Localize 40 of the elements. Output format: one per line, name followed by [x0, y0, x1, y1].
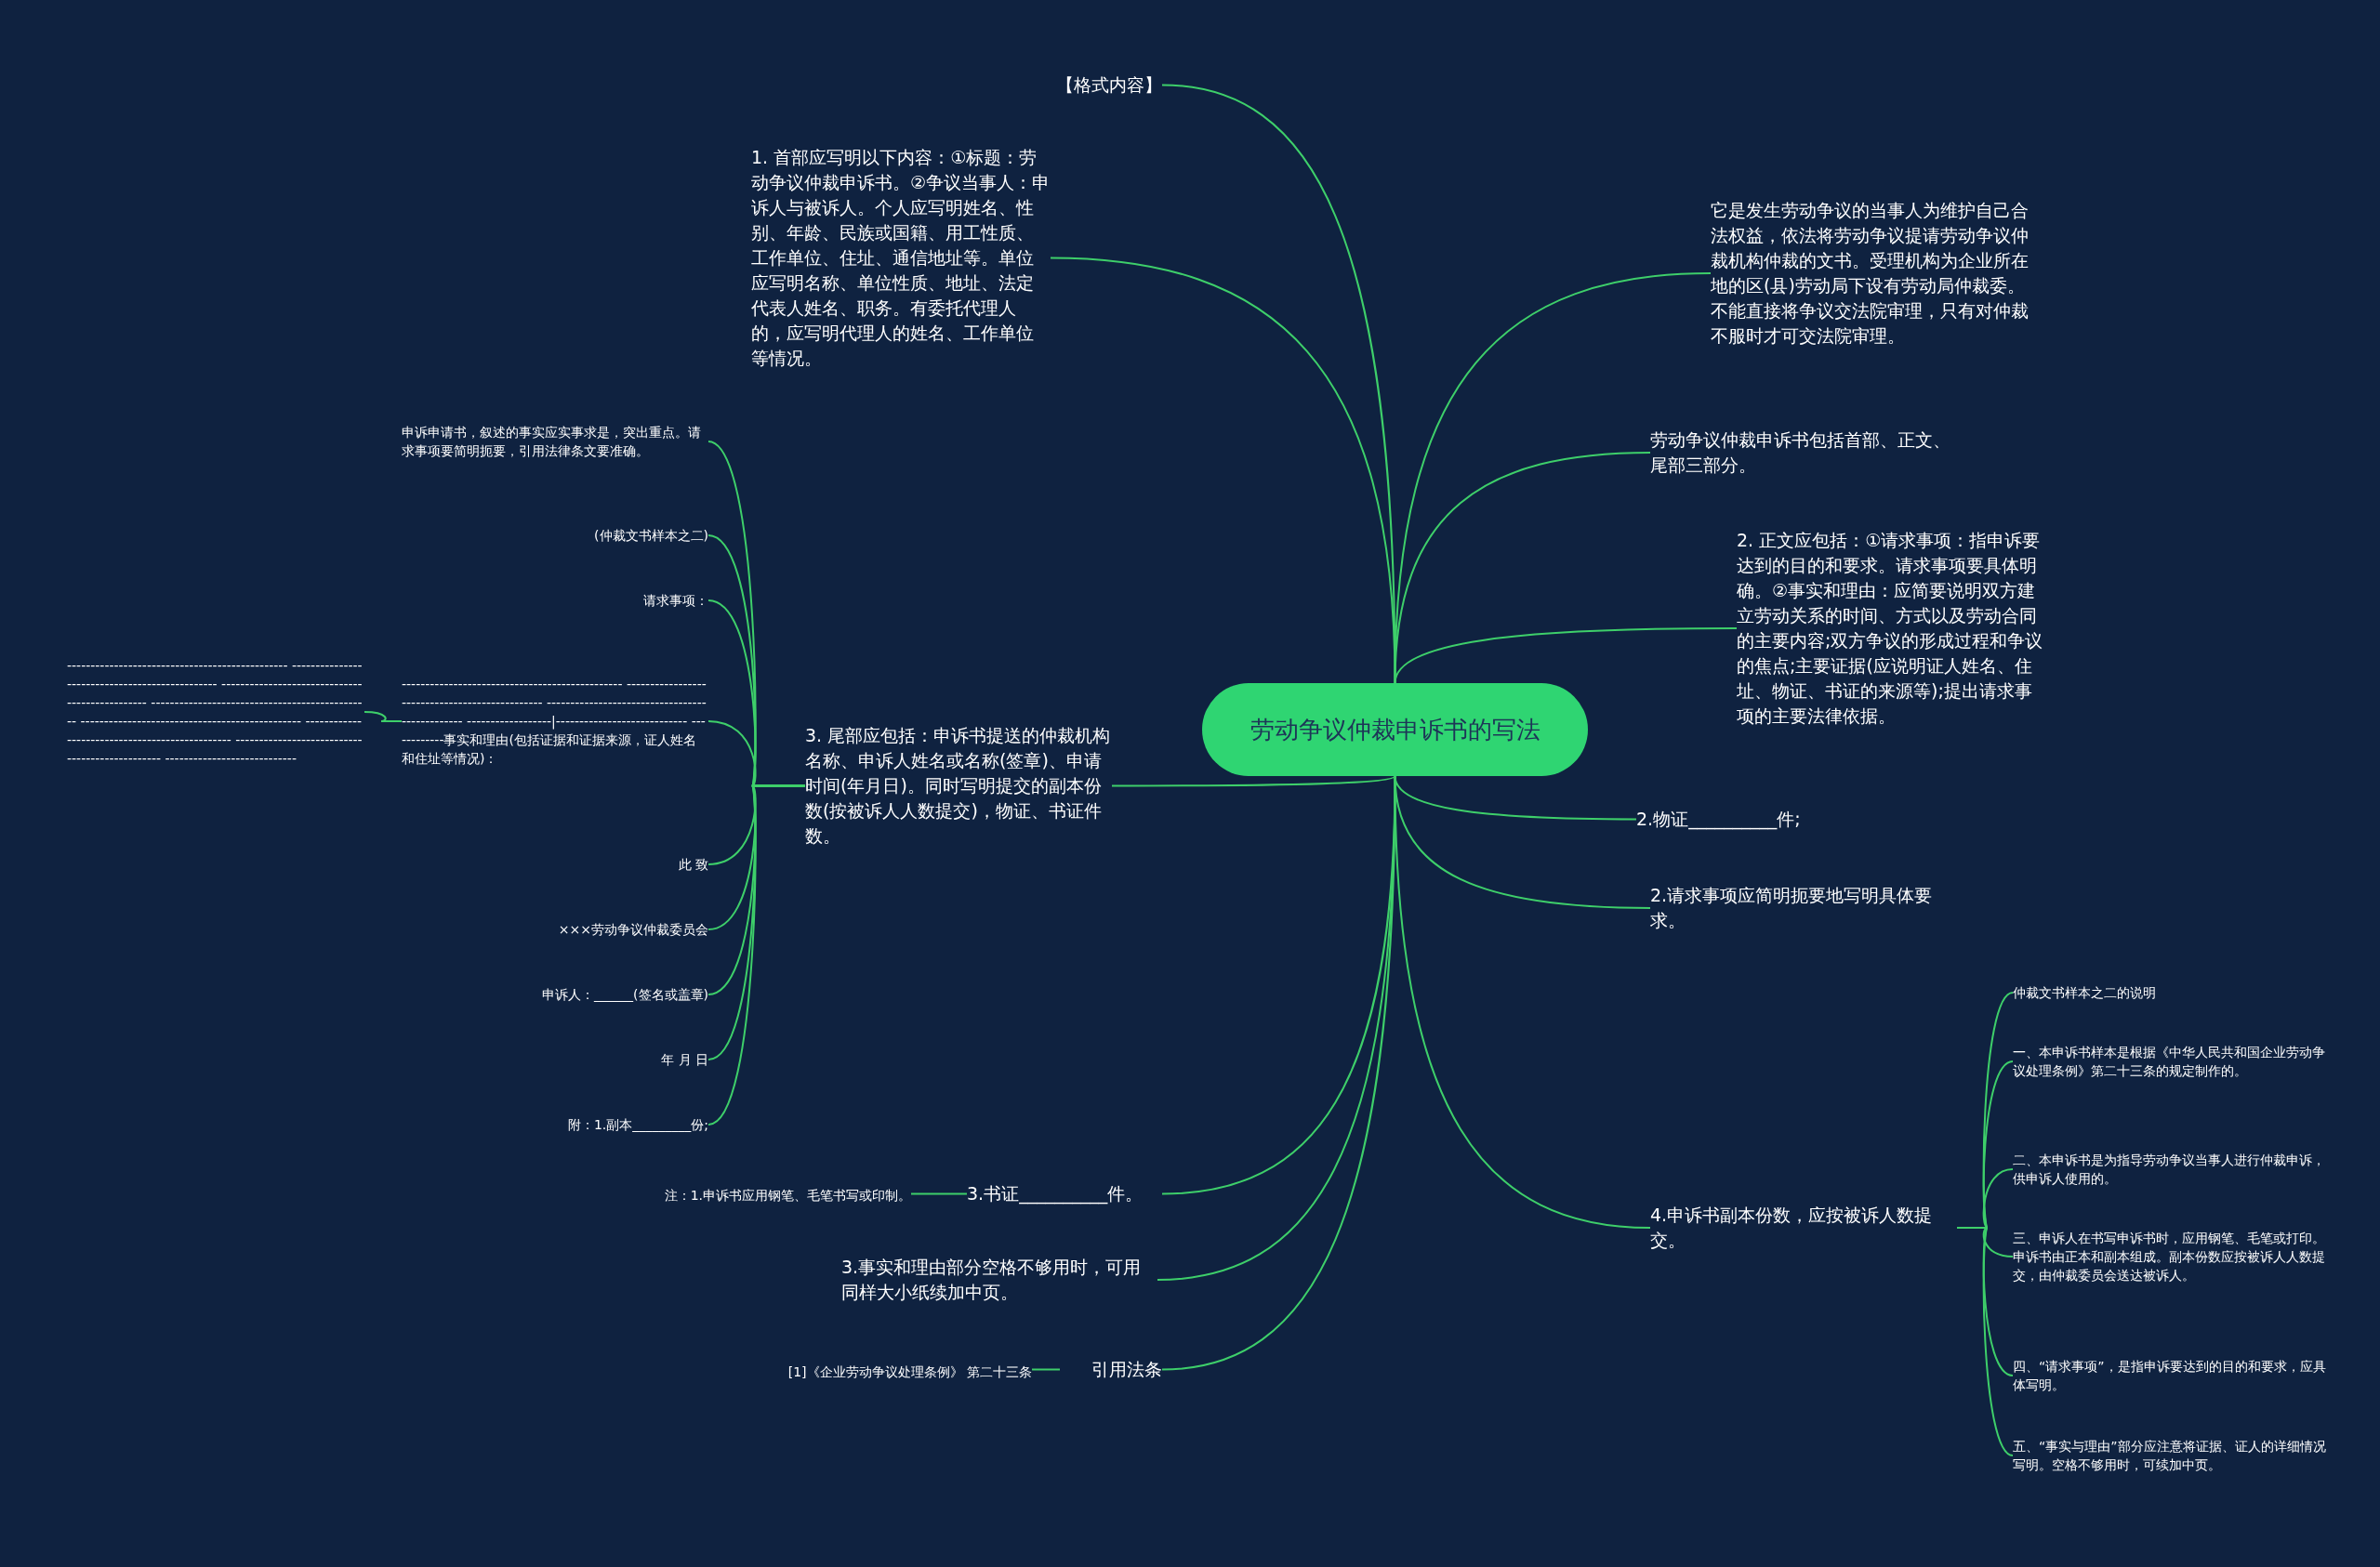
note-text: 注：1.申诉书应用钢笔、毛笔书写或印制。 [614, 1186, 911, 1205]
connector-line [707, 784, 806, 1126]
note-text: 申诉人：______(签名或盖章) [446, 985, 708, 1004]
topic-text: 2.物证__________件; [1636, 807, 1841, 832]
connector-line [1111, 775, 1396, 787]
note-text: 附：1.副本_________份; [446, 1115, 708, 1134]
note-text: 五、“事实与理由”部分应注意将证据、证人的详细情况写明。空格不够用时，可续加中页。 [2013, 1437, 2329, 1474]
topic-text: 3. 尾部应包括：申诉书提送的仲裁机构名称、申诉人姓名或名称(签章)、申请时间(年月日)。同时写明提交的副本份数(按被诉人人数提交)，物证、书证件数。 [805, 723, 1112, 849]
topic-text: 引用法条 [1060, 1357, 1162, 1382]
topic-text: 3.事实和理由部分空格不够用时，可用同样大小纸续加中页。 [841, 1255, 1157, 1305]
connector-line [364, 711, 403, 722]
central-topic: 劳动争议仲裁申诉书的写法 [1202, 683, 1588, 776]
topic-text: 【格式内容】 [1023, 72, 1162, 98]
note-text: 仲裁文书样本之二的说明 [2013, 983, 2329, 1002]
note-text: (仲裁文书样本之二) [502, 526, 708, 545]
topic-text: 2. 正文应包括：①请求事项：指申诉要达到的目的和要求。请求事项要具体明确。②事实和理由：应简要说明双方建立劳动关系的时间、方式以及劳动合同的主要内容;双方争议的形成过程和争议的焦点;主要证据(应说明证人姓名、住址、物证、书证的来源等);提出请求事项的主要法律依据。 [1737, 528, 2043, 729]
note-text: ----------------------------------------------- ----------------------------------------------- ----------------------------------------------- ----------------------------------------------- ----------------------------------------------- ----------------------------------------------- ----------------------------------------------- ---------------------------- [67, 656, 364, 768]
topic-text: 2.请求事项应简明扼要地写明具体要求。 [1650, 883, 1957, 933]
topic-text: 4.申诉书副本份数，应按被诉人数提交。 [1650, 1203, 1957, 1253]
topic-text: 它是发生劳动争议的当事人为维护自己合法权益，依法将劳动争议提请劳动争议仲裁机构仲裁的文书。受理机构为企业所在地的区(县)劳动局下设有劳动局仲裁委。不能直接将争议交法院审理，只有对仲裁不服时才可交法院审理。 [1711, 198, 2041, 349]
note-text: 三、申诉人在书写申诉书时，应用钢笔、毛笔或打印。申诉书由正本和副本组成。副本份数应按被诉人人数提交，由仲裁委员会送达被诉人。 [2013, 1229, 2329, 1284]
topic-text: 3.书证__________件。 [967, 1181, 1162, 1206]
note-text: 此 致 [558, 855, 708, 874]
connector-line [1394, 627, 1738, 684]
topic-text: 劳动争议仲裁申诉书包括首部、正文、尾部三部分。 [1650, 428, 1957, 478]
connector-line [1394, 452, 1651, 684]
topic-text: 1. 首部应写明以下内容：①标题：劳动争议仲裁申诉书。②争议当事人：申诉人与被诉人。个人应写明姓名、性别、年龄、民族或国籍、用工性质、工作单位、住址、通信地址等。单位应写明名称、单位性质、地址、法定代表人姓名、职务。有委托代理人的，应写明代理人的姓名、工作单位等情况。 [751, 145, 1051, 371]
note-text: 请求事项： [558, 591, 708, 610]
note-text: 年 月 日 [558, 1050, 708, 1069]
connector-line [910, 1192, 968, 1195]
note-text: ----------------------------------------------- ----------------------------------------------- ----------------------------------------------- ------------------|---------------------------- ------------事实和理由(包括证据和证据来源，证人姓名和住址等情况)： [402, 675, 708, 768]
connector-line [1050, 257, 1396, 684]
note-text: [1]《企业劳动争议处理条例》 第二十三条 [707, 1363, 1032, 1381]
connector-line [1956, 1227, 2014, 1456]
note-text: 二、本申诉书是为指导劳动争议当事人进行仲裁申诉，供申诉人使用的。 [2013, 1151, 2329, 1188]
note-text: ×××劳动争议仲裁委员会 [465, 920, 708, 939]
note-text: 申诉申请书，叙述的事实应实事求是，突出重点。请求事项要简明扼要，引用法律条文要准确。 [402, 423, 708, 460]
connector-line [1031, 1368, 1061, 1371]
note-text: 四、“请求事项”，是指申诉要达到的目的和要求，应具体写明。 [2013, 1357, 2329, 1394]
note-text: 一、本申诉书样本是根据《中华人民共和国企业劳动争议处理条例》第二十三条的规定制作的。 [2013, 1043, 2329, 1080]
